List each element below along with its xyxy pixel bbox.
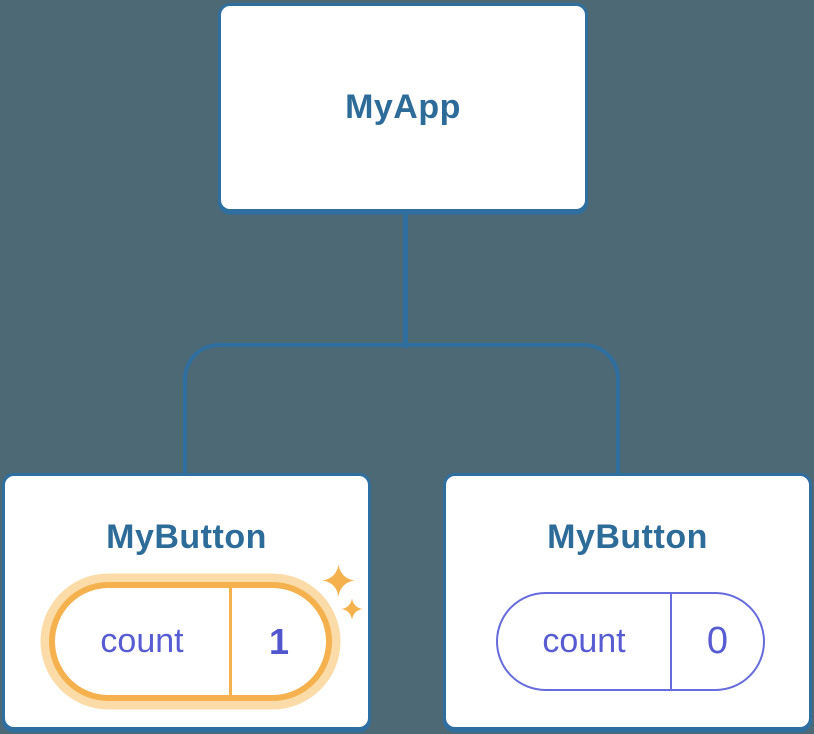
state-name: count <box>542 622 626 660</box>
connector-branch <box>183 343 620 474</box>
state-pill-default: count 0 <box>496 592 765 691</box>
node-label: MyButton <box>106 518 267 556</box>
state-pill-highlighted: count 1 <box>49 582 332 701</box>
pill-divider <box>229 588 232 695</box>
node-label: MyApp <box>345 88 461 126</box>
node-label: MyButton <box>547 518 708 556</box>
sparkle-icon <box>341 598 363 620</box>
state-value: 0 <box>706 620 729 662</box>
state-name: count <box>100 622 184 660</box>
component-node-myapp: MyApp <box>218 3 588 212</box>
component-node-mybutton-right: MyButton count 0 <box>443 473 812 730</box>
sparkle-icon <box>322 564 355 597</box>
component-node-mybutton-left: MyButton count 1 <box>2 473 371 730</box>
pill-divider <box>670 594 672 689</box>
state-value: 1 <box>268 620 290 662</box>
connector-stem <box>403 211 408 348</box>
